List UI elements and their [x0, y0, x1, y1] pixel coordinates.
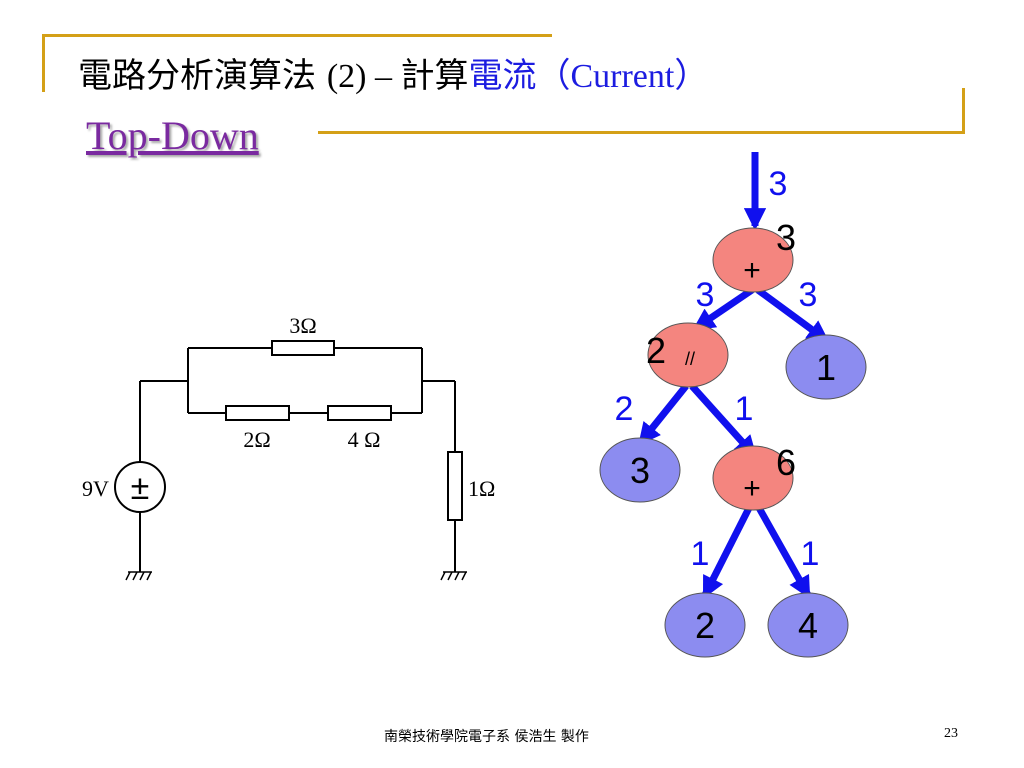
- arrow-series-left: [701, 504, 754, 599]
- arrow-root-left: [692, 287, 754, 331]
- frame-bottom-line-h: [318, 131, 965, 134]
- node-leaf-2: [664, 592, 746, 658]
- title-current-en: （Current）: [536, 58, 709, 95]
- node-parallel: [647, 322, 729, 388]
- node-series-value: 6: [776, 442, 796, 483]
- label-source-voltage: 9V: [82, 476, 109, 501]
- title-current-zh: 電流: [468, 56, 537, 96]
- slide-title: 電路分析演算法 (2) – 計算電流（Current）: [78, 48, 708, 97]
- node-leaf-4-label: 4: [798, 605, 818, 646]
- node-series-op: +: [743, 472, 761, 505]
- node-leaf-3: [599, 437, 681, 503]
- title-prefix: 電路分析演算法: [78, 56, 327, 96]
- label-r-mid: 4 Ω: [348, 427, 381, 452]
- footer-author: 南榮技術學院電子系 侯浩生 製作: [384, 729, 589, 745]
- tree-arrows: [638, 152, 830, 599]
- node-series-plus: [712, 445, 794, 511]
- resistor-3ohm: [271, 340, 335, 356]
- label-r-top: 3Ω: [289, 313, 316, 338]
- voltage-source: [114, 461, 166, 513]
- title-calc: 計算: [400, 56, 469, 96]
- slide-subtitle-link[interactable]: Top-Down: [86, 113, 259, 158]
- frame-top-line-h: [42, 34, 552, 37]
- node-leaf-1-label: 1: [816, 347, 836, 388]
- arrow-series-right: [754, 504, 812, 599]
- node-leaf-3-label: 3: [630, 450, 650, 491]
- node-leaf-2-label: 2: [695, 605, 715, 646]
- arrow-root-right: [755, 287, 830, 343]
- node-parallel-value: 2: [646, 330, 666, 371]
- label-r-left: 2Ω: [243, 427, 270, 452]
- resistor-2ohm: [225, 405, 290, 421]
- node-parallel-op: //: [685, 349, 695, 369]
- label-root-right-current: 3: [799, 276, 818, 314]
- node-leaf-4: [767, 592, 849, 658]
- node-root-plus: [712, 227, 794, 293]
- frame-top-line: [42, 34, 45, 92]
- label-root-left-current: 3: [696, 276, 715, 314]
- label-parallel-right-current: 1: [735, 390, 754, 428]
- label-input-current: 3: [769, 165, 788, 203]
- title-number: (2): [326, 58, 367, 95]
- label-series-left-current: 1: [691, 535, 710, 573]
- frame-bottom-line-v: [962, 88, 965, 133]
- node-root-op: +: [743, 254, 761, 287]
- source-plus-minus-icon: ±: [131, 469, 150, 507]
- circuit-diagram: [139, 347, 456, 572]
- label-r-right: 1Ω: [468, 476, 495, 501]
- resistor-4ohm: [327, 405, 392, 421]
- label-series-right-current: 1: [801, 535, 820, 573]
- ground-right-icon: [440, 571, 467, 581]
- page-number: 23: [944, 726, 958, 741]
- node-root-value: 3: [776, 217, 796, 258]
- title-dash: –: [366, 58, 401, 95]
- resistor-1ohm: [447, 451, 463, 521]
- arrow-par-right: [689, 383, 757, 459]
- node-leaf-1: [785, 334, 867, 400]
- arrow-par-left: [638, 383, 689, 446]
- label-parallel-left-current: 2: [615, 390, 634, 428]
- ground-left-icon: [125, 571, 152, 581]
